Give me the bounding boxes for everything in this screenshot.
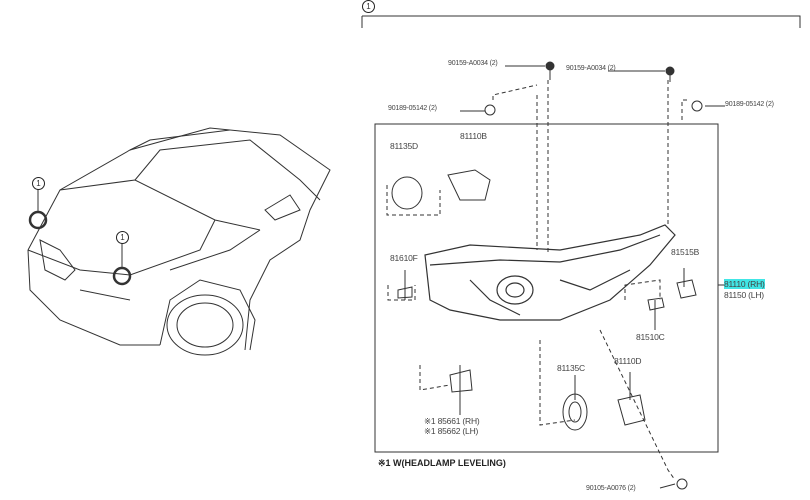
part-label-81610f[interactable]: 81610F bbox=[390, 253, 418, 263]
bulb-81510c bbox=[647, 297, 665, 311]
headlamp-assembly bbox=[424, 224, 676, 321]
socket-81515b bbox=[676, 279, 697, 299]
dust-cap-81135d bbox=[391, 176, 423, 210]
part-label-90105-a0076[interactable]: 90105-A0076 (2) bbox=[586, 485, 636, 492]
part-label-81110d[interactable]: 81110D bbox=[614, 356, 642, 366]
part-label-81135d[interactable]: 81135D bbox=[390, 141, 418, 151]
footnote-headlamp-leveling: ※1 W(HEADLAMP LEVELING) bbox=[378, 458, 506, 468]
part-label-81150-lh[interactable]: 81150 (LH) bbox=[724, 290, 764, 300]
bulb-81110b bbox=[447, 169, 491, 201]
vehicle-illustration bbox=[27, 127, 331, 356]
part-label-90189-05142-left[interactable]: 90189-05142 (2) bbox=[388, 105, 437, 112]
part-label-85661-rh[interactable]: ※1 85661 (RH) bbox=[424, 416, 480, 426]
part-label-81135c[interactable]: 81135C bbox=[557, 363, 585, 373]
part-label-90159-a0034-right[interactable]: 90159-A0034 (2) bbox=[566, 65, 616, 72]
headlamp-location-marker bbox=[112, 266, 132, 286]
bulb-81610f bbox=[397, 286, 413, 299]
part-label-81515b[interactable]: 81515B bbox=[671, 247, 700, 257]
part-label-85662-lh[interactable]: ※1 85662 (LH) bbox=[424, 426, 479, 436]
callout-1-right: 1 bbox=[116, 231, 129, 244]
dust-cap-81135c bbox=[562, 393, 588, 431]
part-label-81110-rh[interactable]: 81110 (RH) bbox=[724, 279, 765, 289]
part-label-81510c[interactable]: 81510C bbox=[636, 332, 665, 342]
part-label-90159-a0034-left[interactable]: 90159-A0034 (2) bbox=[448, 60, 498, 67]
part-label-81110b[interactable]: 81110B bbox=[460, 131, 487, 141]
leveling-actuator bbox=[449, 369, 473, 393]
bulb-81110d bbox=[617, 394, 646, 426]
part-label-90189-05142-right[interactable]: 90189-05142 (2) bbox=[725, 101, 774, 108]
callout-1-left: 1 bbox=[32, 177, 45, 190]
callout-1-top: 1 bbox=[362, 0, 375, 13]
